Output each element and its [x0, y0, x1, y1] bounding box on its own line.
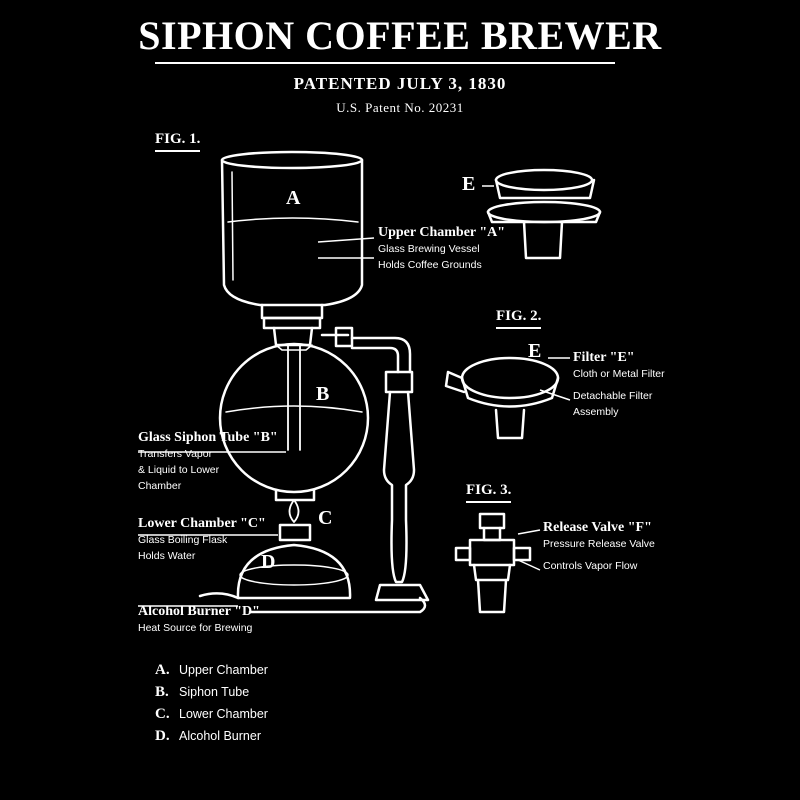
parts-legend: A. Upper Chamber B. Siphon Tube C. Lower…: [155, 662, 268, 750]
callout-siphon-tube: Glass Siphon Tube "B" Transfers Vapor & …: [138, 430, 278, 494]
legend-text: Lower Chamber: [179, 707, 268, 721]
release-valve-drawing: [454, 512, 532, 614]
part-letter-b: B: [316, 383, 330, 405]
title-divider: [155, 62, 615, 64]
legend-text: Siphon Tube: [179, 685, 250, 699]
callout-tube-line2: & Liquid to Lower: [138, 464, 220, 476]
patent-date: PATENTED JULY 3, 1830: [293, 74, 507, 93]
legend-key: C.: [155, 706, 170, 722]
part-letter-d: D: [261, 551, 276, 573]
legend-item: D. Alcohol Burner: [155, 728, 268, 750]
legend-key: D.: [155, 728, 170, 744]
part-letter-e-fig2: E: [528, 340, 542, 362]
callout-upper-chamber: Upper Chamber "A" Glass Brewing Vessel H…: [378, 225, 505, 273]
leader-upper: [317, 237, 375, 243]
leader-valve-desc: [517, 559, 541, 571]
legend-text: Upper Chamber: [179, 663, 268, 677]
callout-upper-title: Upper Chamber "A": [378, 225, 506, 240]
callout-lower-line2: Holds Water: [138, 550, 196, 562]
part-letter-a: A: [286, 187, 301, 209]
callout-upper-line2: Holds Coffee Grounds: [378, 259, 482, 271]
callout-valve-line1: Pressure Release Valve: [543, 538, 655, 550]
legend-item: B. Siphon Tube: [155, 684, 268, 706]
legend-key: A.: [155, 662, 170, 678]
callout-filter-title: Filter "E": [573, 350, 635, 365]
callout-upper-line1: Glass Brewing Vessel: [378, 243, 480, 255]
callout-lower-title: Lower Chamber "C": [138, 516, 266, 531]
fig-2-caption: FIG. 2.: [496, 308, 542, 329]
legend-item: A. Upper Chamber: [155, 662, 268, 684]
page-title: SIPHON COFFEE BREWER: [138, 13, 662, 58]
callout-alcohol-burner: Alcohol Burner "D" Heat Source for Brewi…: [138, 604, 260, 636]
leader-valve: [517, 529, 541, 535]
callout-burner-line1: Heat Source for Brewing: [138, 622, 253, 634]
legend-item: C. Lower Chamber: [155, 706, 268, 728]
callout-filter-line3: Assembly: [573, 406, 619, 418]
upper-chamber-drawing: [220, 150, 364, 347]
legend-key: B.: [155, 684, 169, 700]
callout-valve-line2: Controls Vapor Flow: [543, 560, 638, 572]
callout-lower-chamber: Lower Chamber "C" Glass Boiling Flask Ho…: [138, 516, 266, 564]
callout-release-valve: Release Valve "F" Pressure Release Valve…: [543, 520, 655, 574]
callout-burner-title: Alcohol Burner "D": [138, 604, 260, 619]
callout-tube-line3: Chamber: [138, 480, 182, 492]
callout-lower-line1: Glass Boiling Flask: [138, 534, 228, 546]
part-letter-e-fig1: E: [462, 173, 476, 195]
patent-number: U.S. Patent No. 20231: [336, 100, 464, 115]
part-letter-c: C: [318, 507, 333, 529]
callout-filter-line2: Detachable Filter: [573, 390, 653, 402]
lower-globe-drawing: [218, 342, 370, 502]
stand-drawing: [374, 370, 430, 602]
leader-filter-desc: [539, 389, 571, 401]
fig-3-caption: FIG. 3.: [466, 482, 512, 503]
filter-top-drawing: [486, 168, 602, 260]
fig-1-caption: FIG. 1.: [155, 131, 201, 152]
filter-assembly-drawing: [444, 356, 560, 440]
callout-valve-title: Release Valve "F": [543, 520, 652, 535]
callout-filter-line1: Cloth or Metal Filter: [573, 368, 665, 380]
callout-tube-title: Glass Siphon Tube "B": [138, 430, 278, 445]
callout-tube-line1: Transfers Vapor: [138, 448, 213, 460]
legend-text: Alcohol Burner: [179, 729, 261, 743]
callout-filter: Filter "E" Cloth or Metal Filter Detacha…: [573, 350, 665, 420]
clamp-arm-drawing: [320, 326, 412, 374]
